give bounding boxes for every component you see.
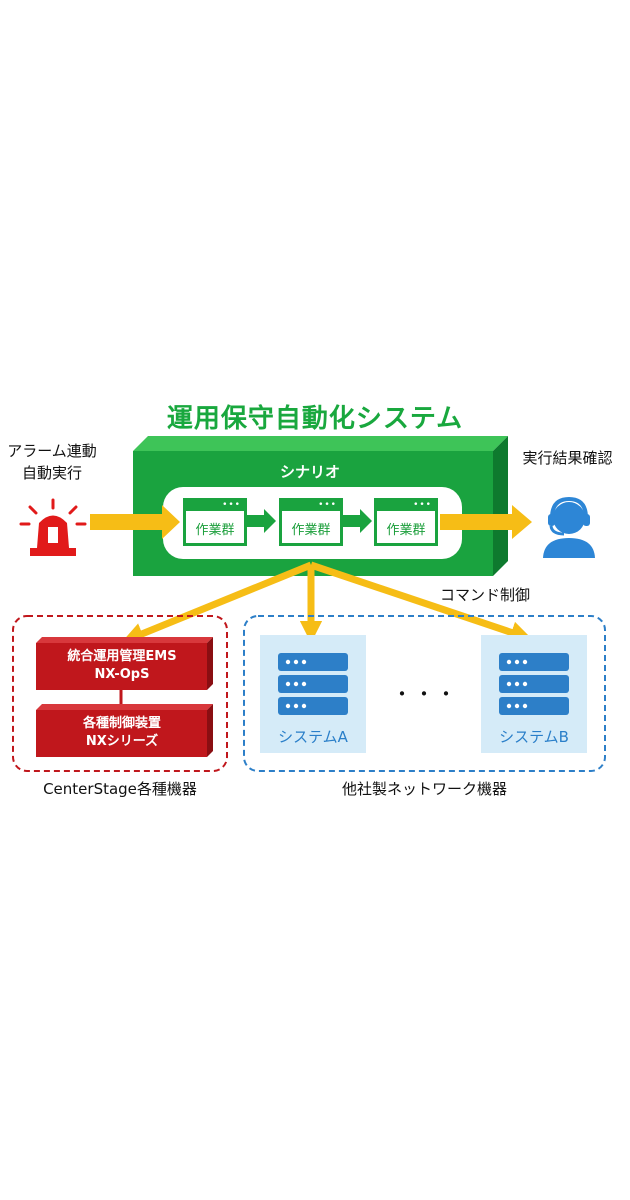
server-stack-icon xyxy=(499,653,569,715)
device-nx-line1: 各種制御装置 xyxy=(82,716,161,731)
ellipsis: ・・・ xyxy=(392,682,458,706)
alarm-label-line2: 自動実行 xyxy=(21,464,82,482)
thirdparty-group-box xyxy=(243,615,606,772)
centerstage-caption: CenterStage各種機器 xyxy=(43,780,197,798)
task-group-1-label: 作業群 xyxy=(195,523,235,538)
command-control-label: コマンド制御 xyxy=(439,586,530,604)
device-nx-line2: NXシリーズ xyxy=(85,734,159,749)
operator-headset-icon xyxy=(543,496,595,558)
task-group-2: ••• 作業群 xyxy=(279,498,343,546)
centerstage-device-boxes xyxy=(36,637,213,757)
alarm-label: アラーム連動 自動実行 xyxy=(2,440,102,484)
system-title: 運用保守自動化システム xyxy=(166,404,464,434)
result-output-arrow xyxy=(440,505,532,539)
command-arrows xyxy=(121,561,533,645)
system-b-label: システムB xyxy=(499,728,569,746)
task-group-3: ••• 作業群 xyxy=(374,498,438,546)
task-group-1: ••• 作業群 xyxy=(183,498,247,546)
system-a-label: システムA xyxy=(278,728,348,746)
alarm-siren-icon xyxy=(19,498,87,556)
system-b-panel: システムB xyxy=(481,635,587,753)
alarm-label-line1: アラーム連動 xyxy=(7,442,97,460)
scenario-label: シナリオ xyxy=(279,463,340,481)
server-stack-icon xyxy=(278,653,348,715)
task-group-3-label: 作業群 xyxy=(386,523,426,538)
device-nx-series: 各種制御装置 NXシリーズ xyxy=(36,715,208,755)
system-a-panel: システムA xyxy=(260,635,366,753)
alarm-input-arrow xyxy=(90,505,180,539)
result-label: 実行結果確認 xyxy=(522,449,613,467)
device-ems-line2: NX-OpS xyxy=(94,667,150,682)
task-group-2-label: 作業群 xyxy=(291,523,331,538)
task-flow-arrows xyxy=(247,509,372,533)
device-ems: 統合運用管理EMS NX-OpS xyxy=(36,648,208,688)
device-ems-line1: 統合運用管理EMS xyxy=(67,649,177,664)
thirdparty-caption: 他社製ネットワーク機器 xyxy=(341,780,507,798)
centerstage-group-box xyxy=(12,615,228,772)
